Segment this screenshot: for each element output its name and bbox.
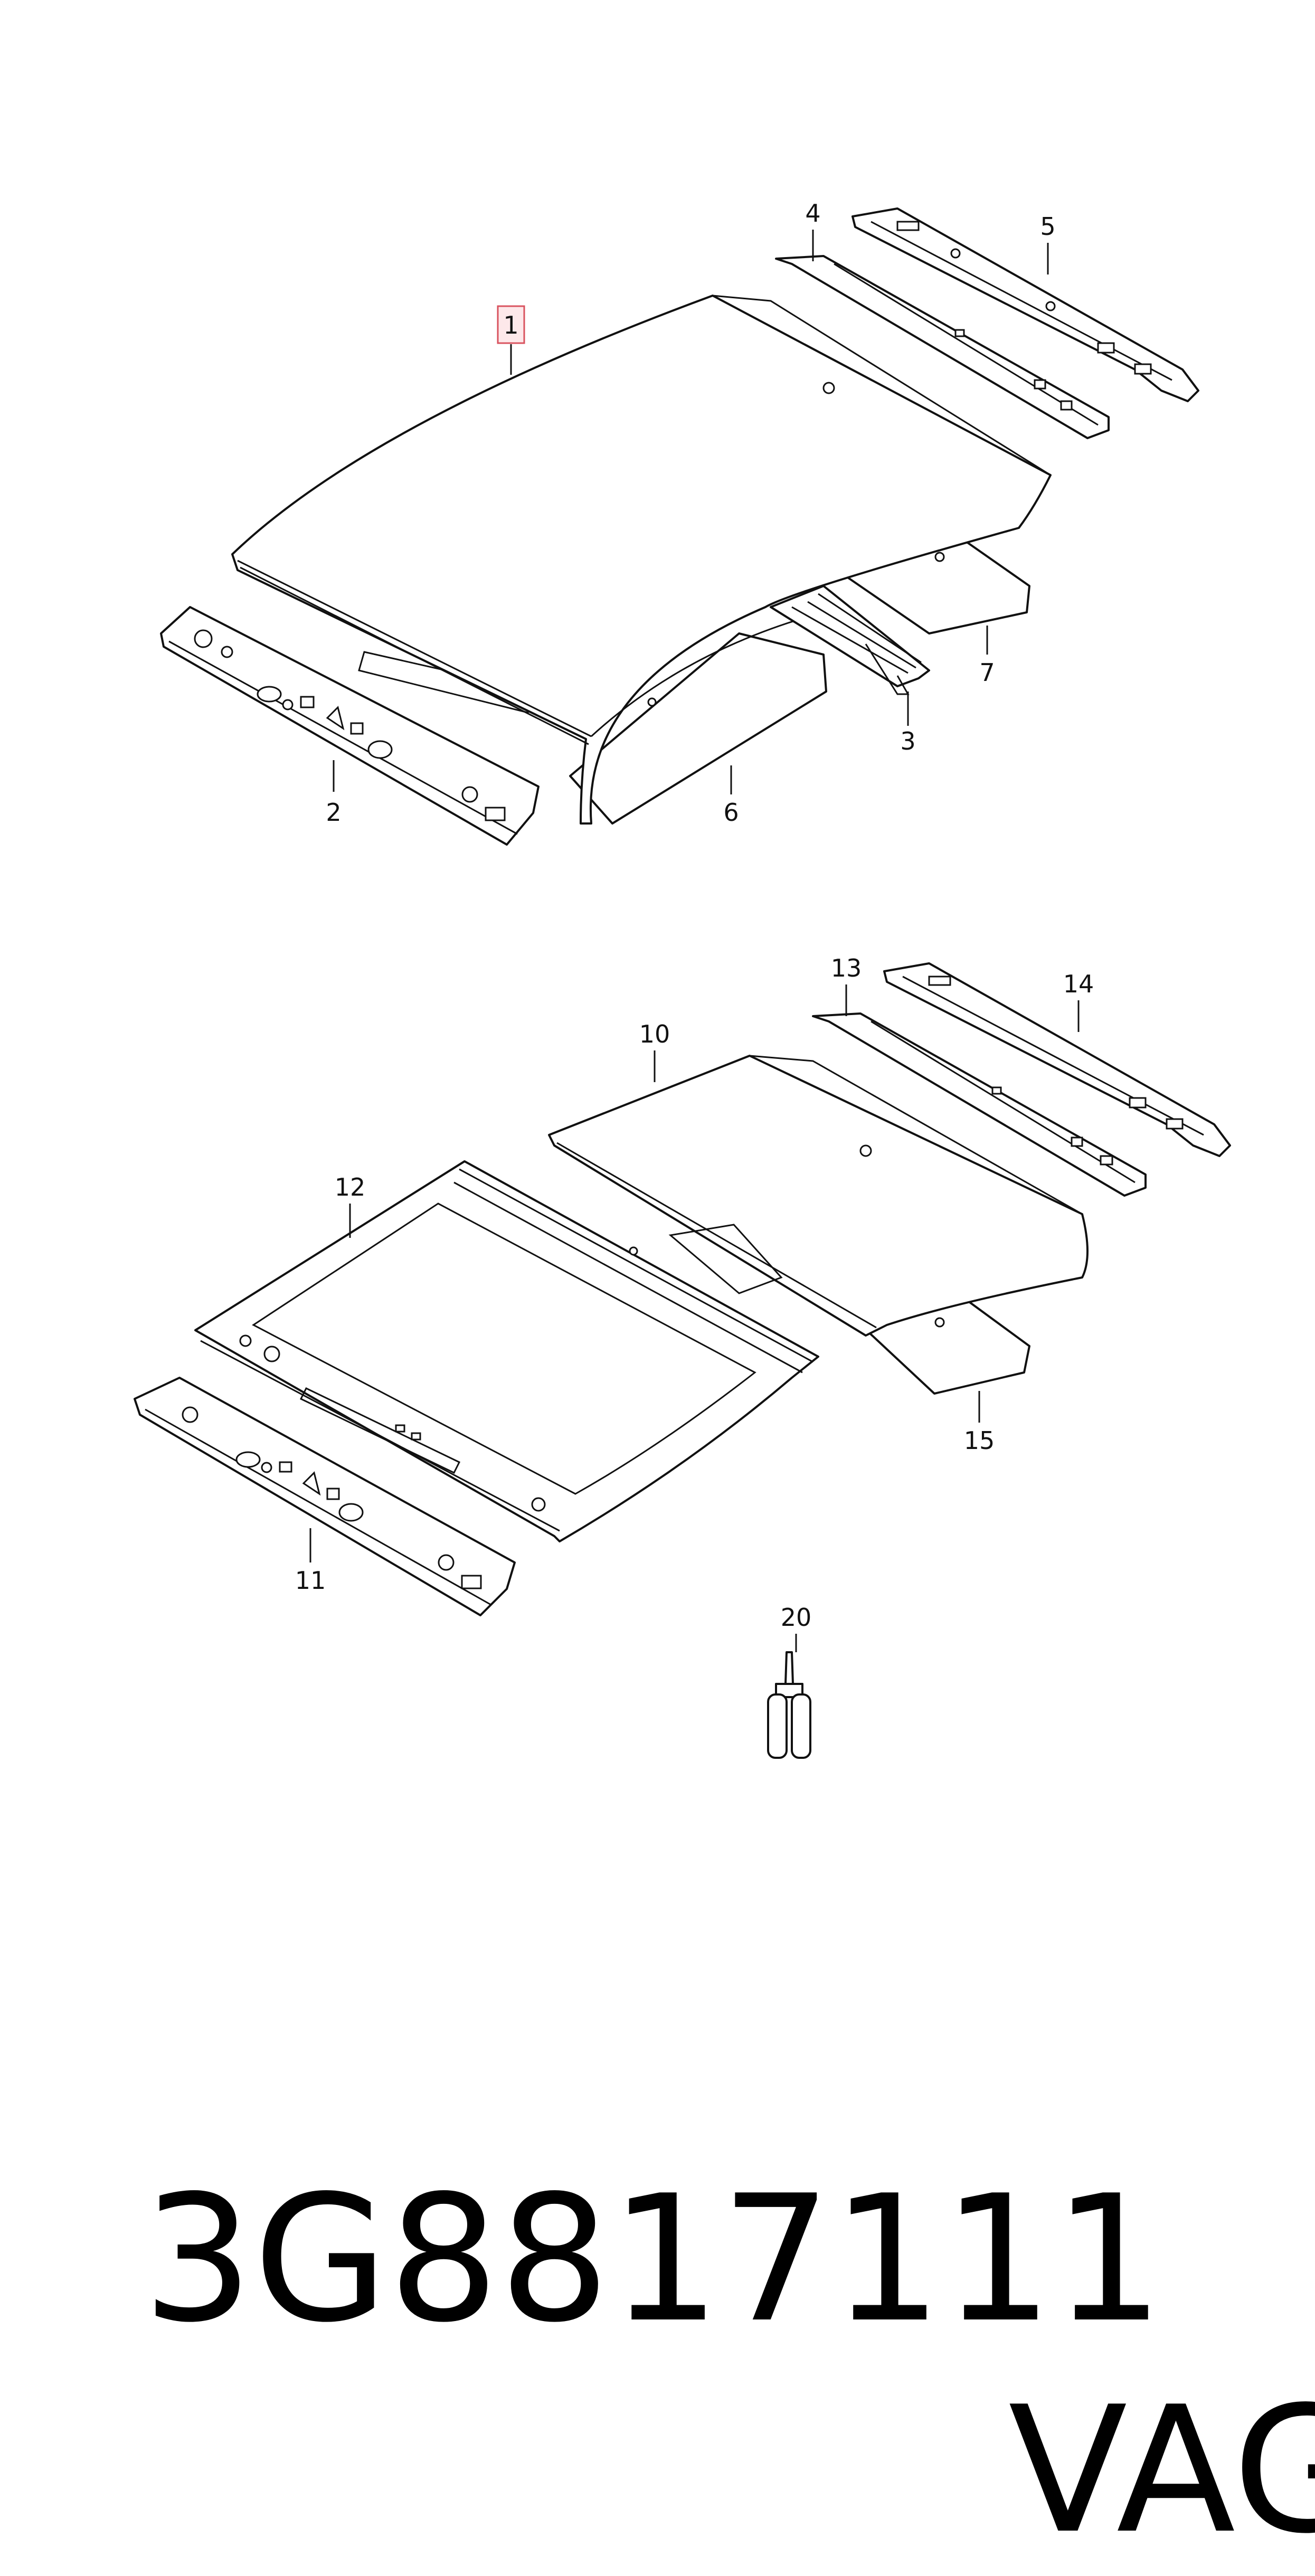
part-13-front-rail — [812, 1012, 1147, 1197]
callout-15[interactable]: 15 — [964, 1426, 995, 1455]
part-14-front-header — [883, 962, 1231, 1157]
part-2-cross-member — [160, 606, 540, 846]
callout-1-highlight — [497, 305, 525, 344]
part-5-front-header — [852, 207, 1199, 402]
callout-20[interactable]: 20 — [781, 1603, 812, 1632]
callout-13[interactable]: 13 — [831, 954, 862, 982]
callout-5[interactable]: 5 — [1040, 212, 1055, 241]
part-3-rear-rail — [770, 585, 930, 695]
part-number: 3G8817111 — [142, 2158, 1165, 2361]
callout-1[interactable]: 1 — [503, 311, 518, 339]
part-20-adhesive-cartridge — [767, 1651, 811, 1759]
part-number-footer: 3G8817111 VAG — [32, 1943, 1315, 2572]
part-1-roof-panel — [231, 295, 1052, 825]
part-4-front-rail — [775, 255, 1110, 439]
callout-6[interactable]: 6 — [723, 798, 739, 827]
part-11-cross-member — [134, 1377, 516, 1616]
callout-group: 1 2 3 4 5 6 7 10 11 12 13 14 15 20 — [295, 199, 1094, 1652]
brand-label: VAG — [1008, 2369, 1315, 2572]
callout-4[interactable]: 4 — [805, 199, 820, 228]
callout-7[interactable]: 7 — [979, 658, 995, 687]
callout-11[interactable]: 11 — [295, 1566, 326, 1595]
parts-diagram: 1 2 3 4 5 6 7 10 11 12 13 14 15 20 — [134, 199, 1231, 1759]
part-10-roof-panel — [548, 1055, 1089, 1337]
callout-3[interactable]: 3 — [900, 727, 915, 755]
callout-10[interactable]: 10 — [639, 1020, 670, 1048]
callout-2[interactable]: 2 — [326, 798, 341, 827]
callout-12[interactable]: 12 — [335, 1173, 366, 1201]
part-12-sunroof-frame — [194, 1160, 819, 1542]
callout-14[interactable]: 14 — [1063, 970, 1094, 998]
